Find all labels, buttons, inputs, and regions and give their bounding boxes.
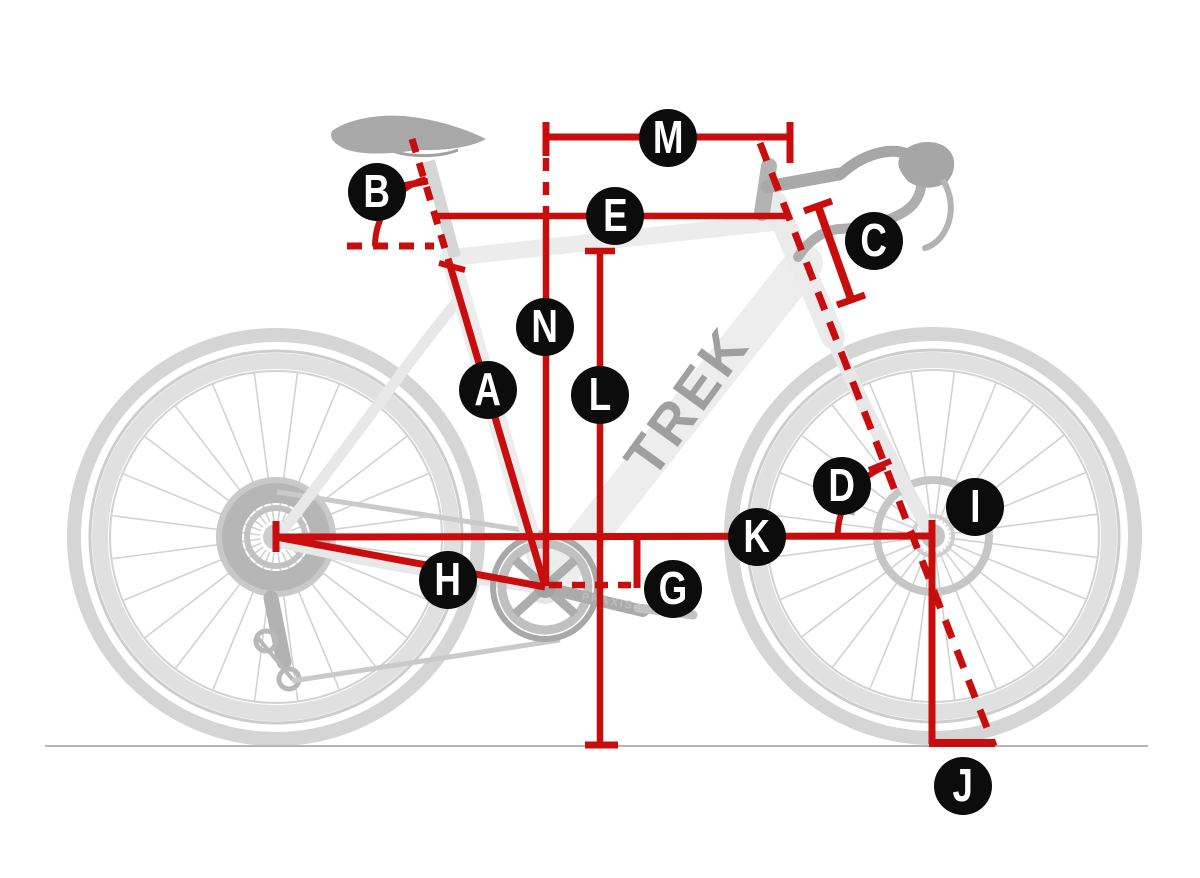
marker-letter-M: M (652, 110, 684, 163)
marker-C: C (845, 212, 903, 270)
tick-A-top (438, 260, 466, 273)
marker-L: L (571, 366, 629, 424)
marker-letter-H: H (434, 552, 462, 605)
marker-letter-N: N (531, 299, 559, 352)
seatstay (277, 291, 467, 536)
spoke (948, 537, 1097, 559)
marker-letter-J: J (952, 758, 974, 811)
chain-top (276, 489, 549, 537)
tick-D-axis (867, 458, 893, 473)
spoke (934, 372, 956, 521)
spoke (769, 513, 918, 535)
head-tube (763, 191, 845, 349)
spoke (832, 548, 924, 668)
marker-letter-A: A (474, 362, 502, 415)
spoke (938, 550, 998, 689)
marker-J: J (934, 757, 992, 815)
spoke (801, 545, 921, 638)
tick-C-bottom (835, 291, 867, 309)
crank-arm (541, 582, 649, 617)
rear-derailleur-body (263, 590, 292, 670)
spoke (947, 541, 1086, 600)
line-K-wheelbase (275, 532, 934, 541)
line-A-seat-tube (445, 261, 549, 587)
brake-hood (898, 142, 955, 188)
tick-C-top (802, 197, 834, 215)
marker-D: D (813, 457, 871, 515)
marker-N: N (516, 298, 574, 356)
saddle-assembly (331, 115, 486, 259)
line-steering-axis-dashed (756, 141, 998, 748)
spoke (869, 550, 928, 689)
marker-letter-E: E (602, 188, 628, 241)
line-seat-axis-dashed (408, 137, 453, 264)
spoke (945, 545, 1065, 637)
spoke (910, 372, 932, 521)
marker-letter-L: L (588, 367, 612, 420)
marker-letter-G: G (658, 561, 688, 614)
marker-letter-K: K (743, 509, 771, 562)
saddle (331, 115, 486, 154)
brake-lever (922, 179, 954, 251)
marker-E: E (586, 187, 644, 245)
marker-letter-B: B (363, 164, 391, 217)
marker-letter-I: I (969, 479, 981, 532)
chain-bottom (291, 637, 561, 684)
spoke (942, 548, 1035, 668)
marker-letter-D: D (828, 458, 856, 511)
marker-letter-C: C (860, 213, 888, 266)
marker-K: K (728, 508, 786, 566)
marker-B: B (348, 163, 406, 221)
marker-G: G (644, 560, 702, 618)
marker-A: A (459, 361, 517, 419)
derailleur-cage (256, 636, 295, 682)
line-H-chainstay (275, 533, 546, 591)
marker-H: H (419, 551, 477, 609)
marker-I: I (946, 478, 1004, 536)
line-C-head-tube (814, 204, 855, 301)
spoke (780, 541, 919, 601)
seatpost (423, 159, 461, 259)
marker-M: M (639, 109, 697, 167)
derailleur-pulley-upper (253, 628, 279, 654)
spoke (769, 537, 918, 559)
